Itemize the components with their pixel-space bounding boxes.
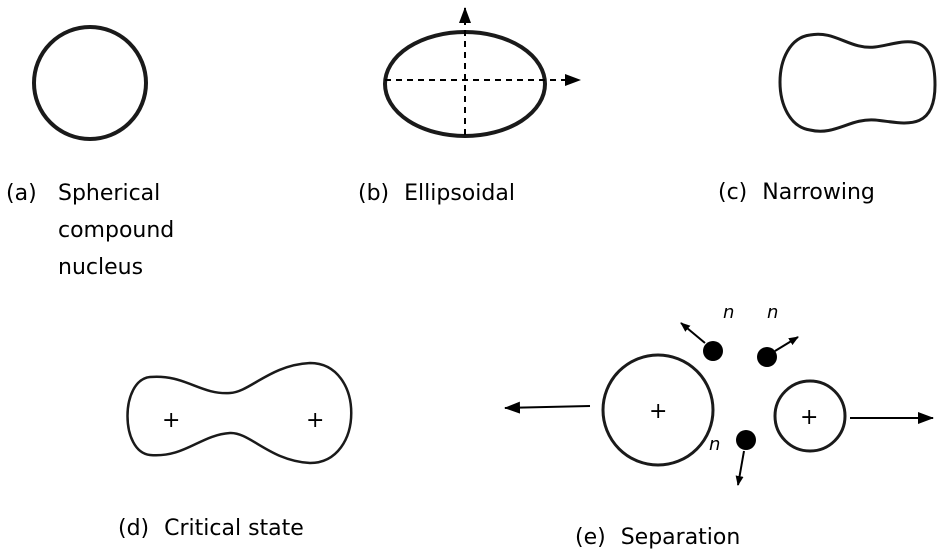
caption-d-letter: (d) [118,516,149,541]
caption-e: (e) Separation [575,522,740,554]
caption-b-line-1: Ellipsoidal [404,181,515,206]
charge-plus-small: + [800,405,818,430]
caption-e-line-1: Separation [621,525,741,550]
charge-plus-right: + [306,408,324,433]
narrowing-nucleus [780,34,935,131]
spherical-nucleus [34,27,146,139]
neutron-arrow [738,451,744,485]
caption-d: (d) Critical state [118,513,304,545]
caption-b: (b) Ellipsoidal [358,178,515,210]
neutron-label: n [767,302,778,323]
neutron-dot [757,347,777,367]
caption-e-letter: (e) [575,525,606,550]
caption-a-line-1: Spherical [58,178,174,210]
caption-d-line-1: Critical state [164,516,304,541]
caption-c-line-1: Narrowing [762,180,875,205]
caption-a-line-2: compound [58,215,174,247]
caption-b-letter: (b) [358,181,389,206]
charge-plus-left: + [162,408,180,433]
neutron-dot [736,430,756,450]
critical-state-nucleus: + + [128,363,352,463]
neutron-arrow [681,323,705,343]
neutron-dot [703,341,723,361]
large-fragment-arrow [505,406,590,408]
caption-a-line-3: nucleus [58,252,174,284]
neutron-label: n [709,434,720,455]
caption-a: (a) Spherical compound nucleus [6,178,37,210]
caption-a-letter: (a) [6,181,37,206]
charge-plus-large: + [649,399,667,424]
ellipsoidal-nucleus [385,8,580,136]
neutron-label: n [723,302,734,323]
caption-c-letter: (c) [718,180,747,205]
caption-c: (c) Narrowing [718,177,875,209]
neutron-arrow [775,337,798,351]
separation-scene: + + n n n [505,302,933,485]
